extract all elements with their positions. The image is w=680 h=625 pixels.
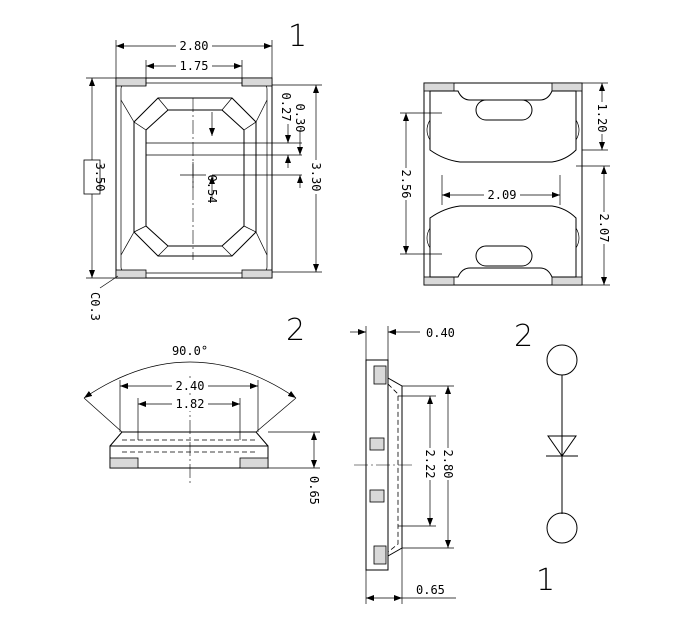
pad-bl xyxy=(115,269,147,279)
dim-side-width: 2.40 xyxy=(176,379,205,393)
dim-top-inner-height: 3.30 xyxy=(309,163,323,192)
schematic-pin-top: 2 xyxy=(514,319,533,354)
top-view-outline xyxy=(115,77,273,279)
dim-pad-height: 1.20 xyxy=(595,104,609,133)
top-view: 2.80 1.75 3.50 3.30 0.27 0.30 0.54 C0.3 … xyxy=(83,19,324,321)
dim-profile-length: 2.80 xyxy=(441,450,455,479)
dim-inner-span: 2.09 xyxy=(488,188,517,202)
dim-profile-lens: 2.22 xyxy=(423,450,437,479)
dim-top-height: 3.50 xyxy=(93,163,107,192)
dim-offset-b: 0.30 xyxy=(293,104,307,133)
dim-pad-span: 2.56 xyxy=(399,170,413,199)
dim-profile-depth: 0.65 xyxy=(416,583,445,597)
dim-corner-chamfer: C0.3 xyxy=(88,292,102,321)
dim-top-width: 2.80 xyxy=(180,39,209,53)
pad-tr xyxy=(241,77,273,87)
profile-view: 0.40 2.80 2.22 0.65 xyxy=(350,326,456,604)
diode-symbol xyxy=(547,435,577,457)
dim-flange: 0.40 xyxy=(426,326,455,340)
pad-br xyxy=(241,269,273,279)
terminal-top xyxy=(546,344,578,376)
side-view: 90.0° 2.40 1.82 0.65 2 xyxy=(83,313,321,505)
anode-pad xyxy=(429,90,577,163)
dim-view-angle: 90.0° xyxy=(172,344,208,358)
cathode-pad xyxy=(429,205,577,278)
bottom-view: 1.20 2.56 2.09 2.07 xyxy=(398,82,612,286)
dim-center-offset: 0.54 xyxy=(205,175,219,204)
dim-right-span: 2.07 xyxy=(597,214,611,243)
dim-lens-width: 1.82 xyxy=(176,397,205,411)
side-view-body xyxy=(109,445,269,469)
terminal-bottom xyxy=(546,512,578,544)
diode-schematic: 2 1 xyxy=(514,319,578,598)
dim-offset-a: 0.27 xyxy=(279,93,293,122)
bottom-view-outline xyxy=(423,82,583,286)
dim-top-inner-width: 1.75 xyxy=(180,59,209,73)
dim-side-height: 0.65 xyxy=(307,476,321,505)
pin-label-1: 1 xyxy=(288,19,307,54)
schematic-pin-bottom: 1 xyxy=(536,563,555,598)
cavity-inner xyxy=(145,109,245,247)
pin-label-2: 2 xyxy=(286,313,305,348)
pad-tl xyxy=(115,77,147,87)
